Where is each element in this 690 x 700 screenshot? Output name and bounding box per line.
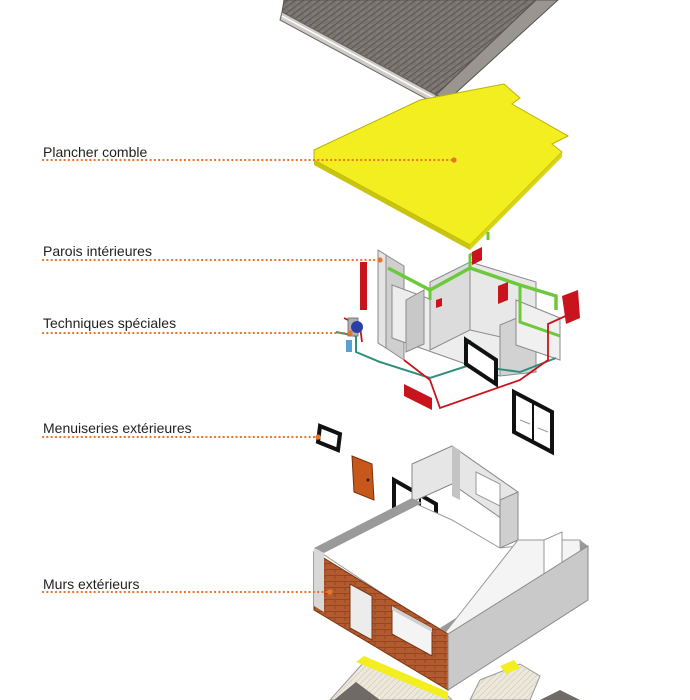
- technical-systems: [335, 232, 580, 456]
- leader-lines: [41, 158, 456, 594]
- attic-floor-slab: [313, 83, 570, 250]
- plancher-dot: [451, 157, 457, 163]
- label-plancher-comble: Plancher comble: [43, 144, 148, 160]
- interior-walls: [377, 249, 561, 377]
- label-murs-exterieurs: Murs extérieurs: [43, 576, 140, 592]
- techniques-dot: [347, 330, 353, 336]
- exterior-walls: [313, 445, 589, 691]
- menuiseries-dot: [315, 434, 321, 440]
- label-techniques-speciales: Techniques spéciales: [43, 315, 177, 331]
- label-menuiseries-exterieures: Menuiseries extérieures: [43, 420, 192, 436]
- murs-dot: [327, 589, 333, 595]
- label-parois-interieures: Parois intérieures: [43, 243, 152, 259]
- ground-slab: [329, 656, 580, 700]
- roof: [279, 0, 559, 104]
- parois-dot: [377, 257, 383, 263]
